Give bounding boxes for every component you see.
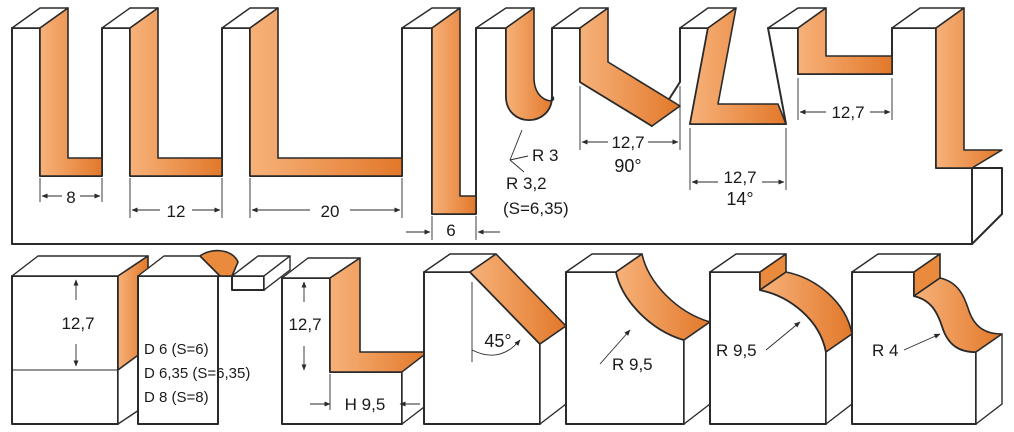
- label-shank-option-2: D 6,35 (S=6,35): [144, 365, 250, 382]
- label-chamfer-angle: 45°: [484, 331, 511, 351]
- cut-groove-12: [129, 7, 223, 177]
- block-cove: [565, 253, 711, 425]
- label-groove-8: 8: [66, 188, 75, 207]
- label-cove-radius: R 9,5: [612, 355, 653, 374]
- label-shank-option-1: D 6 (S=6): [144, 341, 209, 358]
- block-slot: [137, 249, 291, 425]
- top-board-side: [971, 167, 1003, 245]
- label-radius-3-2: R 3,2: [506, 174, 547, 193]
- label-dovetail-angle: 14°: [726, 189, 753, 209]
- label-ogee-radius: R 4: [872, 341, 898, 360]
- top-dimensions: [39, 78, 893, 240]
- label-groove-12: 12: [167, 202, 186, 221]
- label-vgroove-angle: 90°: [614, 156, 641, 176]
- cut-rabbet-top: [797, 7, 893, 75]
- label-block-height: 12,7: [61, 314, 94, 333]
- block-height: [11, 255, 149, 425]
- cut-groove-20: [249, 7, 403, 177]
- label-groove-20: 20: [321, 202, 340, 221]
- cut-groove-8: [39, 7, 103, 177]
- cut-slot-6: [431, 7, 477, 215]
- label-roundover-radius: R 9,5: [716, 341, 757, 360]
- label-vgroove-width: 12,7: [611, 133, 644, 152]
- label-rabbet-width: 12,7: [831, 103, 864, 122]
- cut-core-box: [505, 7, 555, 121]
- label-radius-3: R 3: [532, 146, 558, 165]
- label-shank-6-35: (S=6,35): [503, 199, 569, 218]
- block-rabbet: [281, 257, 429, 425]
- cut-dovetail: [689, 7, 787, 125]
- label-rabbet-height: 12,7: [288, 315, 321, 334]
- block-chamfer: [423, 253, 567, 425]
- label-dovetail-width: 12,7: [723, 168, 756, 187]
- top-board: [11, 7, 1003, 245]
- cut-rabbet-edge: [935, 7, 1003, 169]
- block-ogee: [851, 253, 1003, 425]
- block-roundover: [709, 253, 853, 425]
- label-shank-option-3: D 8 (S=8): [144, 389, 209, 406]
- label-slot-6: 6: [446, 221, 455, 240]
- label-rabbet-width: H 9,5: [345, 395, 386, 414]
